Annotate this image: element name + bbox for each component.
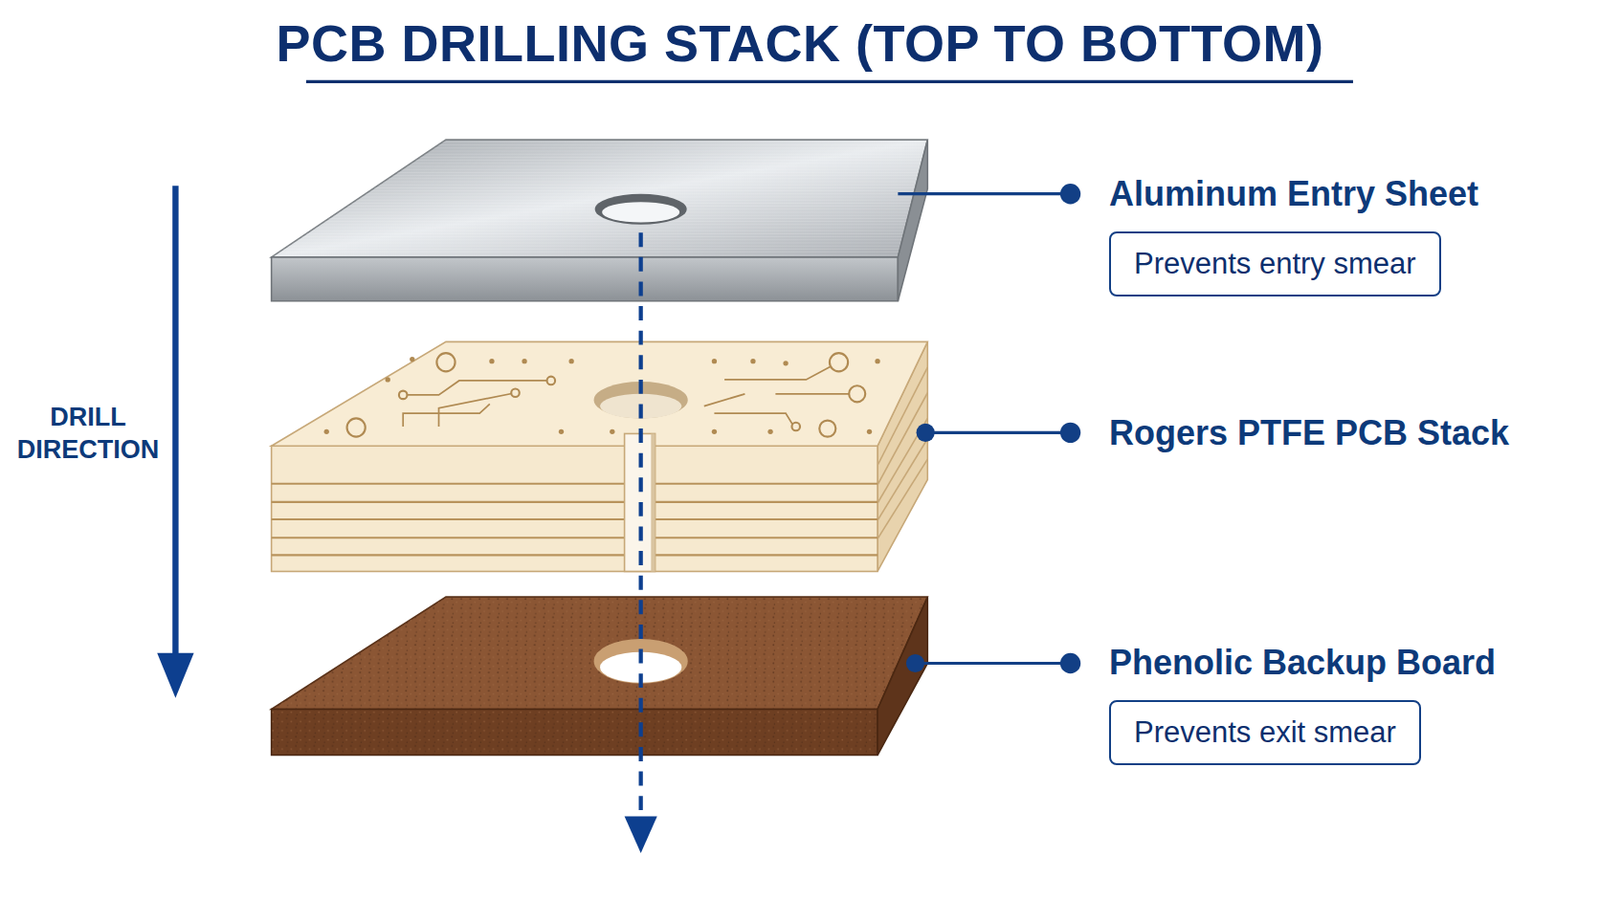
callout-node: Aluminum Entry SheetPrevents entry smear [1109, 174, 1479, 297]
drill-direction-arrow [156, 185, 194, 699]
direction-label: DRILL DIRECTION [1, 401, 175, 467]
aluminum-entry-sheet [271, 139, 929, 302]
note-text: Prevents exit smear [1133, 715, 1397, 751]
layer-name: Rogers PTFE PCB Stack [1109, 411, 1510, 455]
note-box: Prevents exit smear [1109, 700, 1422, 766]
callout-node: Phenolic Backup BoardPrevents exit smear [1109, 643, 1496, 766]
diagram-title: PCB DRILLING STACK (TOP TO BOTTOM) [0, 13, 1600, 73]
phenolic-backup-board [271, 597, 929, 756]
leader-lines [897, 183, 1081, 674]
drill-path [624, 232, 658, 854]
note-box: Prevents entry smear [1109, 231, 1442, 297]
title-underline [306, 80, 1354, 84]
layer-name: Aluminum Entry Sheet [1109, 174, 1479, 215]
ptfe-pcb-stack [271, 341, 929, 572]
note-text: Prevents entry smear [1133, 246, 1417, 282]
layer-name: Phenolic Backup Board [1109, 643, 1496, 684]
